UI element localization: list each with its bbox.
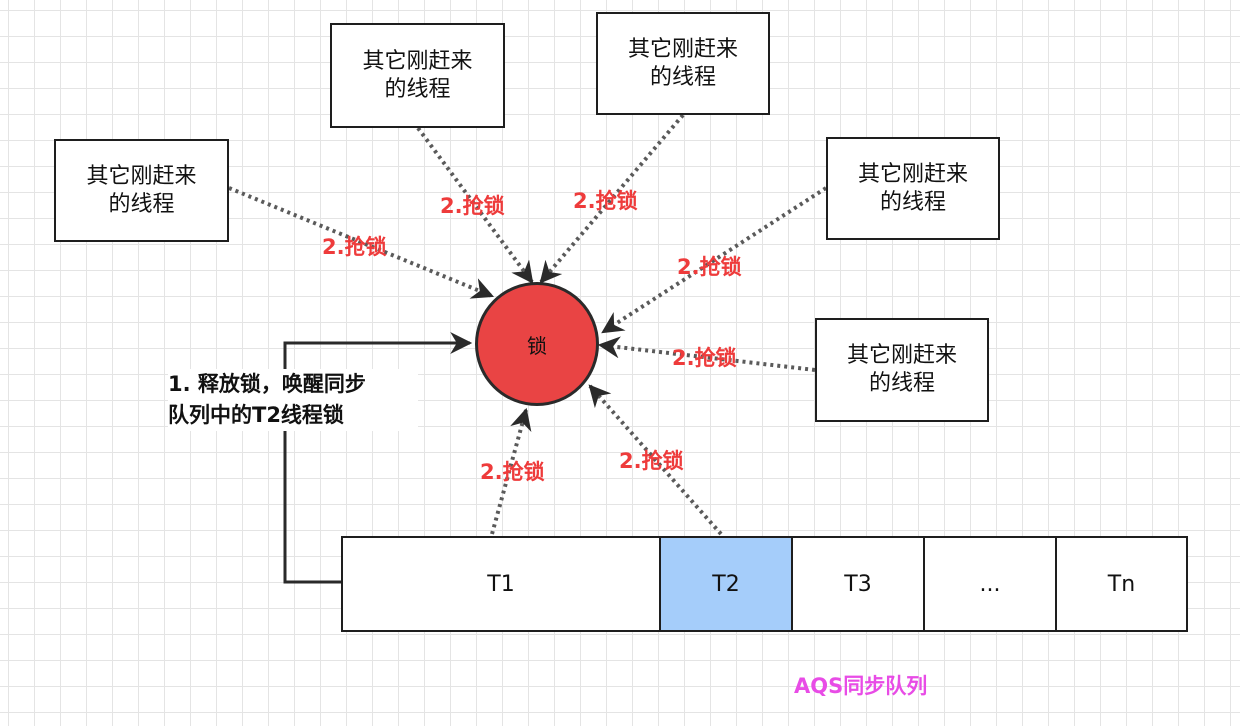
edge-left (228, 186, 495, 299)
grab-label-left: 2.抢锁 (322, 235, 387, 259)
grab-label-t1: 2.抢锁 (480, 460, 545, 484)
thread-box-label: 其它刚赶来 的线程 (627, 36, 738, 90)
thread-box-left: 其它刚赶来 的线程 (54, 139, 229, 242)
queue-cell-label: T3 (844, 571, 872, 597)
queue-cell-tn: Tn (1057, 538, 1186, 630)
thread-box-right-upper: 其它刚赶来 的线程 (826, 137, 1000, 240)
grab-label-top-right: 2.抢锁 (573, 189, 638, 213)
thread-box-label: 其它刚赶来 的线程 (857, 161, 968, 215)
queue-cell-t2: T2 (661, 538, 793, 630)
thread-box-right-lower: 其它刚赶来 的线程 (815, 318, 989, 422)
grab-label-right-upper: 2.抢锁 (677, 255, 742, 279)
edge-right-lower (597, 336, 816, 372)
grab-label-top-left: 2.抢锁 (440, 194, 505, 218)
queue-cell-label: T2 (712, 571, 740, 597)
grab-label-t2: 2.抢锁 (619, 449, 684, 473)
edge-t1 (490, 407, 532, 535)
edge-t2 (588, 384, 723, 536)
lock-node: 锁 (475, 282, 599, 406)
thread-box-label: 其它刚赶来 的线程 (362, 48, 473, 102)
thread-box-label: 其它刚赶来 的线程 (86, 163, 197, 217)
thread-box-label: 其它刚赶来 的线程 (846, 343, 957, 396)
queue-cell-label: Tn (1107, 571, 1136, 597)
queue-cell-t1: T1 (343, 538, 661, 630)
queue-label: AQS同步队列 (794, 674, 928, 698)
edge-top-right (539, 113, 685, 284)
queue-cell-t3: T3 (793, 538, 925, 630)
thread-box-top-right: 其它刚赶来 的线程 (596, 12, 770, 115)
release-edge (283, 332, 473, 584)
lock-label: 锁 (527, 333, 547, 358)
queue-cell-label: T1 (487, 571, 515, 597)
edge-right-upper (601, 186, 828, 334)
queue-cell-label: ... (979, 571, 1001, 597)
queue-cell-ellipsis: ... (925, 538, 1057, 630)
thread-box-top-left: 其它刚赶来 的线程 (330, 23, 505, 128)
release-note: 1. 释放锁，唤醒同步 队列中的T2线程锁 (168, 369, 418, 431)
sync-queue: T1 T2 T3 ... Tn (341, 536, 1188, 632)
grab-label-right-lower: 2.抢锁 (672, 346, 737, 370)
